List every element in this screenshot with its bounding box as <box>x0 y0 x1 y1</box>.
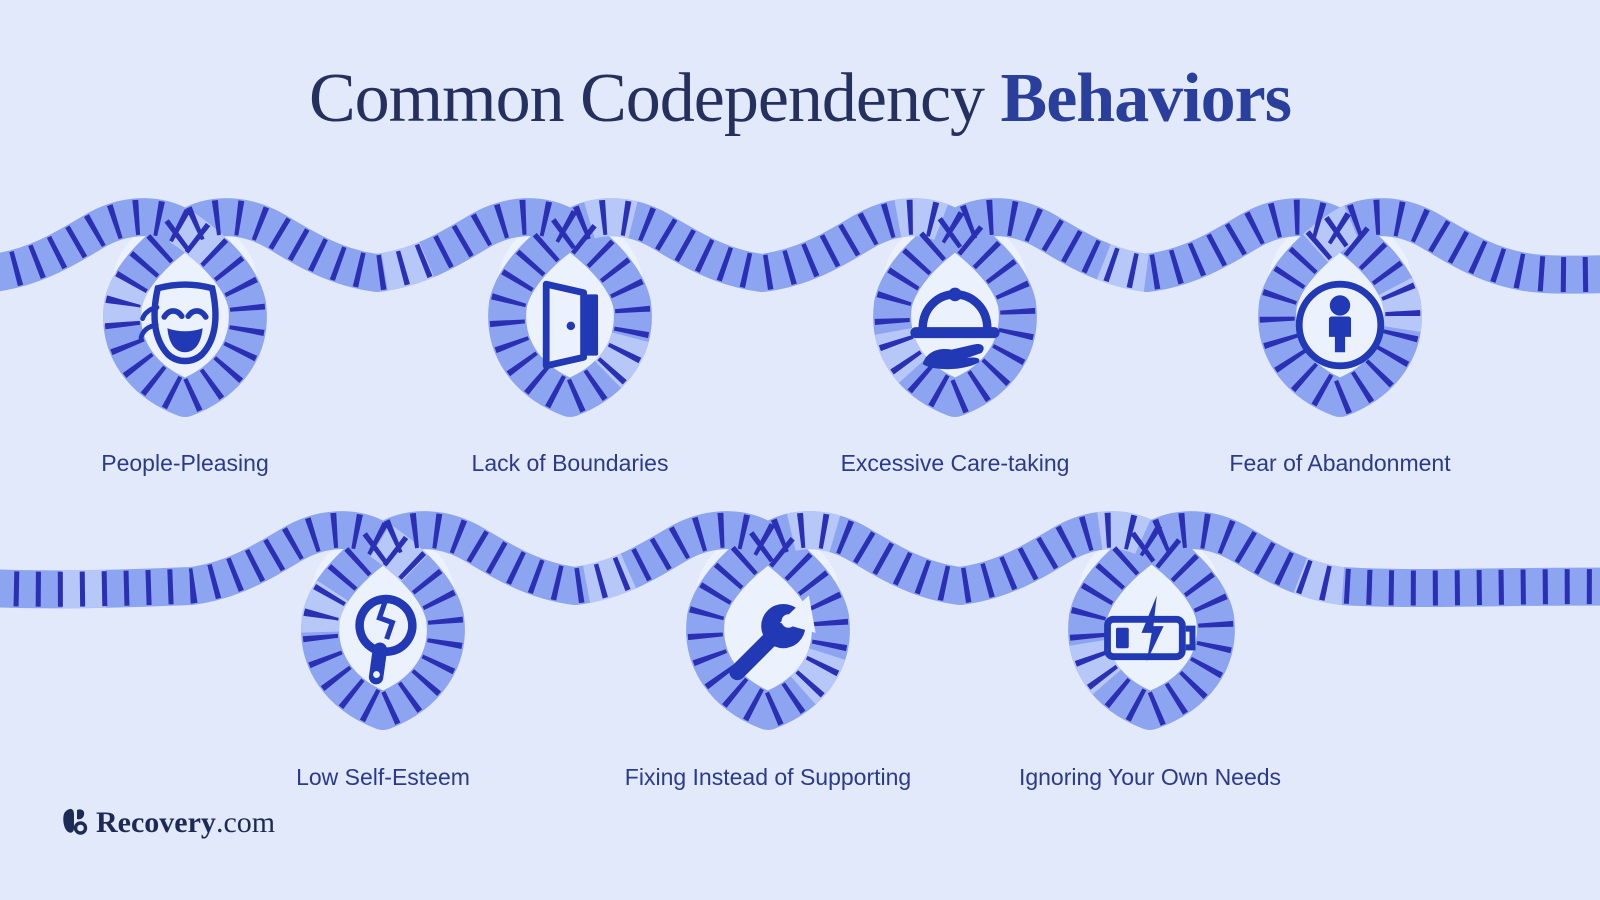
heart-knot-patch <box>111 221 259 384</box>
label-excessive-care-taking: Excessive Care-taking <box>840 450 1070 476</box>
label-ignoring-your-own-needs: Ignoring Your Own Needs <box>1018 764 1282 790</box>
page-title: Common Codependency Behaviors <box>0 60 1600 137</box>
brand-text: Recovery.com <box>96 806 275 840</box>
brand-logo: Recovery.com <box>62 806 275 840</box>
brand-suffix: .com <box>215 806 276 839</box>
recovery-logo-mark-icon <box>63 808 88 835</box>
rope-strands <box>0 198 1600 417</box>
rope-row-1 <box>0 198 1600 417</box>
heart-knot-patch <box>1076 534 1224 697</box>
cracked-hand-mirror-icon <box>355 594 417 685</box>
title-bold: Behaviors <box>1000 60 1292 137</box>
rope-strands <box>0 511 1600 730</box>
label-fear-of-abandonment: Fear of Abandonment <box>1229 450 1451 476</box>
brand-name: Recovery <box>96 806 216 839</box>
rope-row-2 <box>0 511 1600 730</box>
person-in-circle-icon <box>1295 280 1385 370</box>
label-low-self-esteem: Low Self-Esteem <box>296 764 470 790</box>
heart-knot-patch <box>496 221 644 384</box>
heart-knot-patch <box>309 534 457 697</box>
label-fixing-instead-of-supporting: Fixing Instead of Supporting <box>624 764 912 790</box>
wrench-icon <box>729 595 816 681</box>
heart-knot-patch <box>694 534 842 697</box>
label-lack-of-boundaries: Lack of Boundaries <box>471 450 669 476</box>
heart-knot-patch <box>881 221 1029 384</box>
low-battery-icon <box>1104 595 1196 662</box>
label-people-pleasing: People-Pleasing <box>101 450 269 476</box>
serving-cloche-icon <box>910 287 1000 370</box>
open-door-icon <box>542 280 599 370</box>
title-regular: Common Codependency <box>308 60 1001 137</box>
heart-knot-patch <box>1266 221 1414 384</box>
comedy-mask-icon <box>138 281 219 365</box>
